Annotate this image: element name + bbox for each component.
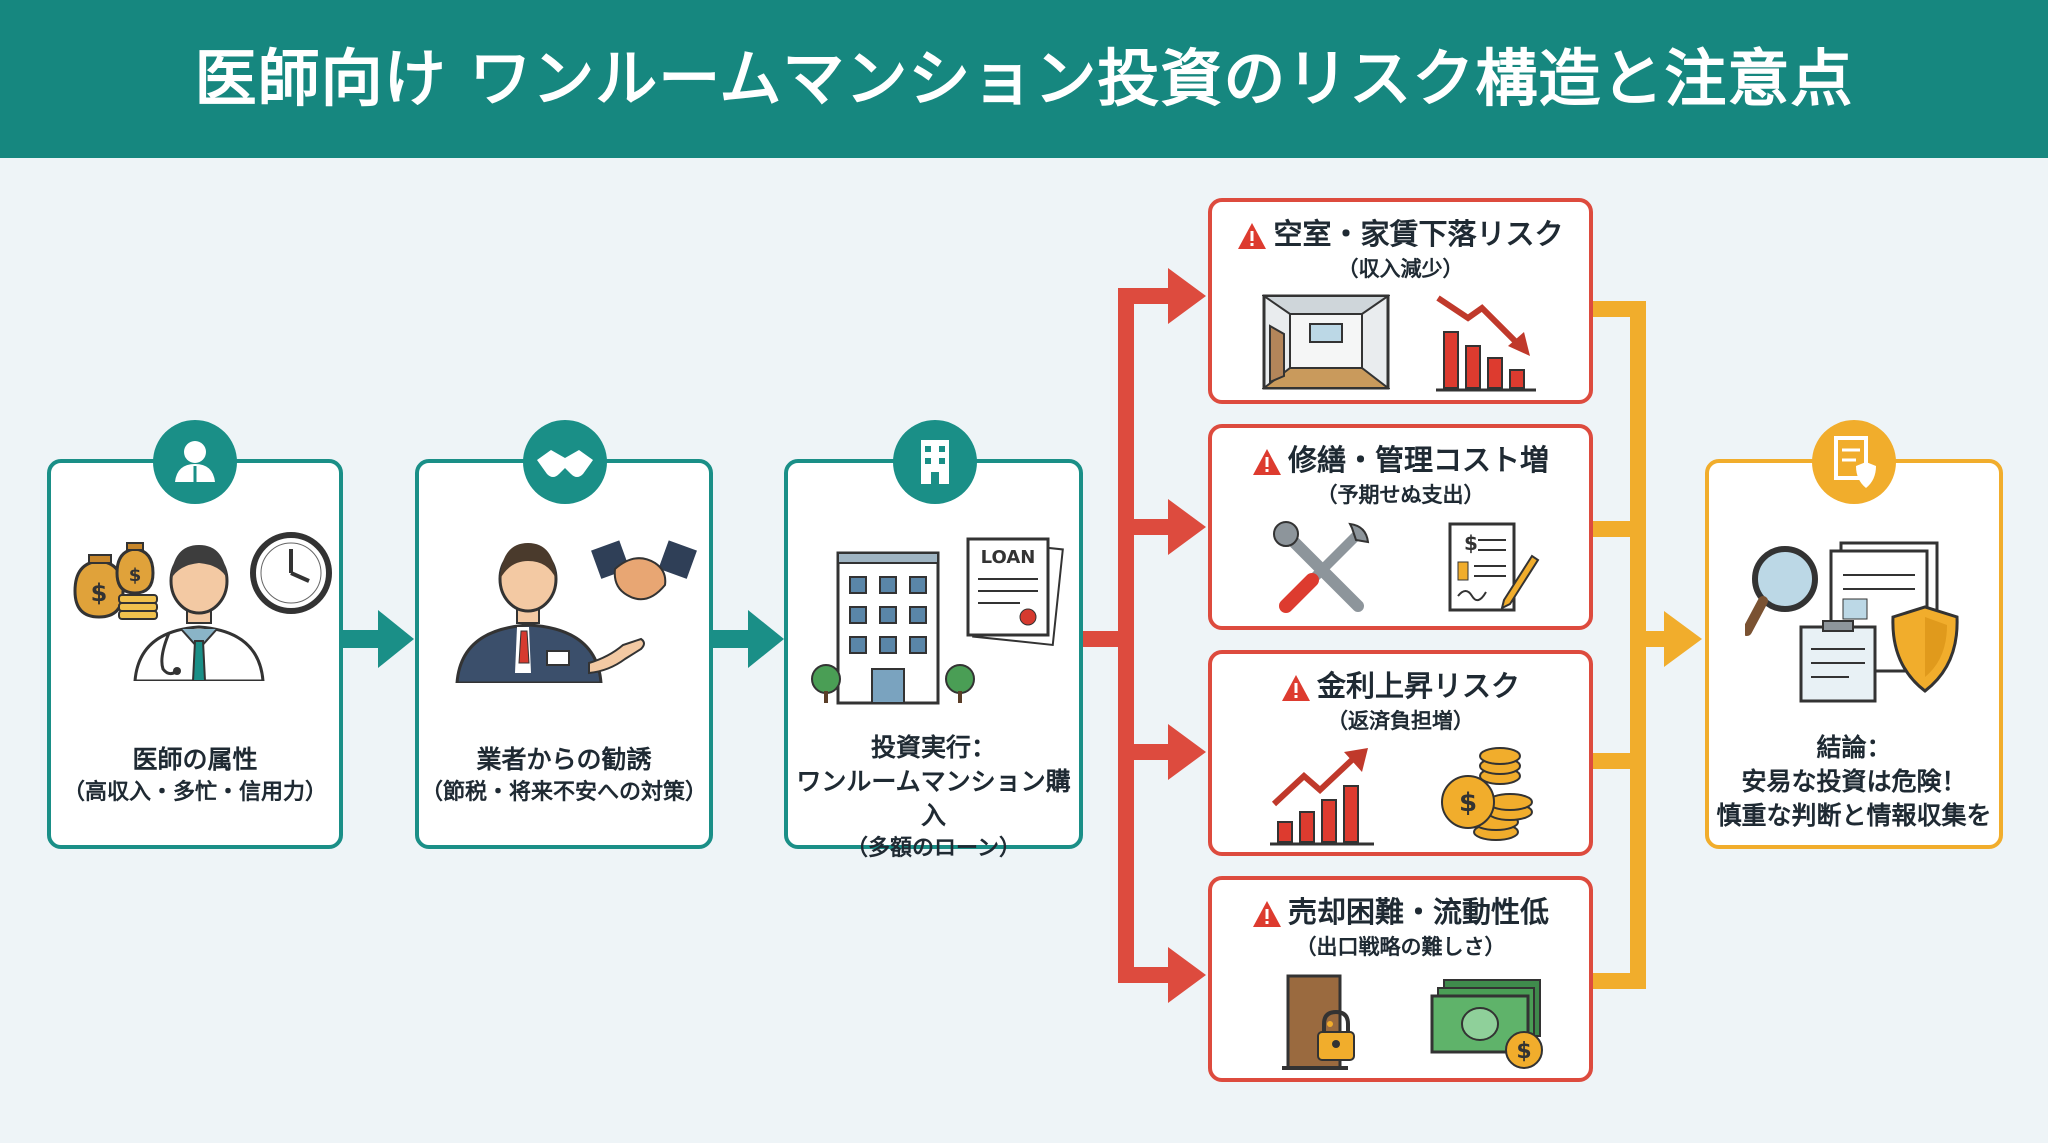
risk-card-liquidity: 売却困難・流動性低 （出口戦略の難しさ） $ xyxy=(1208,876,1593,1082)
flow-caption-doctor: 医師の属性 （高収入・多忙・信用力） xyxy=(51,743,339,809)
conclusion-line-1: 結論： xyxy=(1816,733,1892,762)
warning-icon xyxy=(1281,675,1310,701)
declining-chart-icon xyxy=(1436,295,1536,392)
page-title: 医師向け ワンルームマンション投資のリスク構造と注意点 xyxy=(194,42,1854,115)
warning-icon xyxy=(1252,901,1281,927)
warning-icon xyxy=(1238,223,1267,249)
risk-title-text: 修繕・管理コスト増 xyxy=(1287,443,1549,477)
red-branch-connector xyxy=(1083,268,1206,1003)
locked-door-icon xyxy=(1282,974,1355,1070)
conclusion-caption: 結論： 安易な投資は危険！ 慎重な判断と情報収集を xyxy=(1709,731,1999,833)
caption-line-2: （節税・将来不安への対策） xyxy=(420,780,707,805)
svg-text:$: $ xyxy=(129,565,142,586)
tools-icon xyxy=(1273,521,1370,613)
risk-subtitle: （予期せぬ支出） xyxy=(1316,483,1485,507)
building-icon: LOAN xyxy=(811,537,1064,705)
caption-line-1: 投資実行： xyxy=(870,733,996,762)
rising-chart-icon xyxy=(1270,748,1374,846)
risk-subtitle: （収入減少） xyxy=(1337,257,1464,281)
office-building-icon xyxy=(893,420,977,504)
teal-arrow-2 xyxy=(712,610,784,668)
risk-title-text: 空室・家賃下落リスク xyxy=(1273,217,1564,251)
empty-room-icon xyxy=(1262,294,1390,390)
svg-text:$: $ xyxy=(91,579,108,607)
flow-caption-solicitation: 業者からの勧誘 （節税・将来不安への対策） xyxy=(419,743,709,809)
flow-caption-investment: 投資実行： ワンルームマンション購入 （多額のローン） xyxy=(788,731,1079,865)
svg-text:$: $ xyxy=(1464,531,1478,555)
gold-merge-connector xyxy=(1593,301,1702,989)
caption-line-3: （多額のローン） xyxy=(846,836,1021,861)
flow-card-doctor: $ $ 医師の属性 （高収入・多忙・信用力） xyxy=(47,459,343,849)
flow-card-solicitation: 業者からの勧誘 （節税・将来不安への対策） xyxy=(415,459,713,849)
risk-title: 空室・家賃下落リスク xyxy=(1212,214,1589,254)
caption-line-2: （高収入・多忙・信用力） xyxy=(62,780,327,805)
caption-line-1: 業者からの勧誘 xyxy=(476,745,652,774)
conclusion-line-2: 安易な投資は危険！ xyxy=(1741,767,1967,796)
conclusion-badge-icon xyxy=(1812,420,1896,504)
handshake-icon xyxy=(523,420,607,504)
salesman-icon xyxy=(455,540,697,683)
risk-card-vacancy: 空室・家賃下落リスク （収入減少） xyxy=(1208,198,1593,404)
doctor-icon: $ $ xyxy=(73,532,332,681)
risk-card-interest: 金利上昇リスク （返済負担増） $ xyxy=(1208,650,1593,856)
risk-card-repair: 修繕・管理コスト増 （予期せぬ支出） $ xyxy=(1208,424,1593,630)
invoice-icon: $ xyxy=(1448,522,1540,612)
doctor-badge-icon xyxy=(153,420,237,504)
caption-line-1: 医師の属性 xyxy=(132,745,258,774)
cash-icon: $ xyxy=(1430,979,1543,1069)
risk-title: 修繕・管理コスト増 xyxy=(1212,440,1589,480)
svg-text:$: $ xyxy=(1516,1039,1531,1064)
caption-line-2: ワンルームマンション購入 xyxy=(796,767,1071,830)
warning-icon xyxy=(1252,449,1281,475)
svg-text:$: $ xyxy=(1459,788,1477,818)
loan-label: LOAN xyxy=(981,547,1036,568)
flow-card-investment: LOAN 投資実行： ワンルームマンション購入 （多額のローン） xyxy=(784,459,1083,861)
document-shield-icon xyxy=(1745,541,1959,703)
teal-arrow-1 xyxy=(342,610,414,668)
risk-title-text: 金利上昇リスク xyxy=(1316,669,1520,703)
coins-icon: $ xyxy=(1441,747,1533,841)
risk-title-text: 売却困難・流動性低 xyxy=(1287,895,1549,929)
risk-title: 売却困難・流動性低 xyxy=(1212,892,1589,932)
conclusion-line-3: 慎重な判断と情報収集を xyxy=(1716,801,1992,830)
risk-subtitle: （返済負担増） xyxy=(1327,709,1474,733)
risk-title: 金利上昇リスク xyxy=(1212,666,1589,706)
risk-subtitle: （出口戦略の難しさ） xyxy=(1295,935,1506,959)
header-bar xyxy=(0,0,2048,158)
conclusion-card: 結論： 安易な投資は危険！ 慎重な判断と情報収集を xyxy=(1705,459,2003,849)
